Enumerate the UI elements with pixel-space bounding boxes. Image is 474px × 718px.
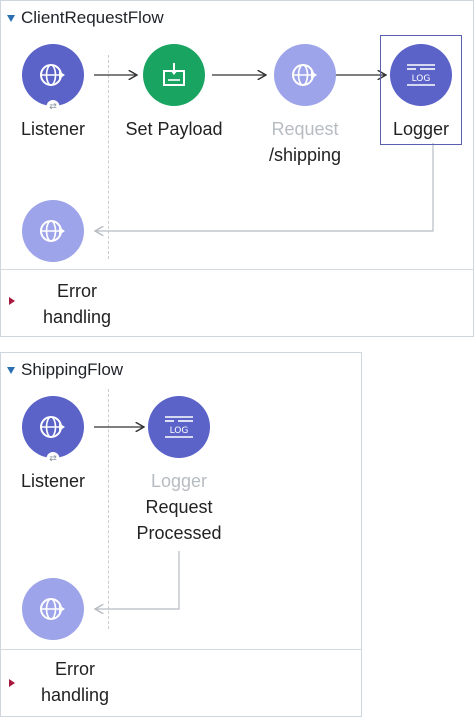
logger-circle[interactable]: LOG — [148, 396, 210, 458]
response-node[interactable] — [22, 200, 84, 262]
request-node[interactable]: Request /shipping — [258, 44, 352, 168]
response-circle[interactable] — [22, 578, 84, 640]
error-handling-toggle[interactable] — [9, 297, 15, 305]
request-label: Request /shipping — [269, 116, 341, 168]
listener-circle[interactable]: ⇄ — [22, 44, 84, 113]
logger-node[interactable]: LOG Logger Request Processed — [120, 396, 238, 546]
selection-highlight — [380, 35, 462, 145]
error-handling-label: Error handling — [37, 278, 117, 330]
globe-icon — [40, 416, 65, 438]
flow-title: ClientRequestFlow — [21, 8, 164, 27]
expand-triangle-icon[interactable] — [9, 679, 15, 687]
request-circle[interactable] — [274, 44, 336, 106]
request-label-top: Request — [271, 119, 339, 139]
listener-node[interactable]: ⇄ Listener — [20, 44, 86, 142]
flow-header-client-request[interactable]: ClientRequestFlow — [7, 7, 164, 29]
logger-label-line2: Request — [145, 497, 213, 518]
return-connector — [95, 551, 180, 609]
expand-triangle-icon[interactable] — [9, 297, 15, 305]
request-label-path: /shipping — [268, 145, 342, 166]
flow-title: ShippingFlow — [21, 360, 124, 379]
return-connector — [95, 143, 434, 231]
response-circle[interactable] — [22, 200, 84, 262]
logger-label: Logger Request Processed — [136, 468, 221, 546]
log-icon-text: LOG — [170, 426, 189, 436]
logger-node[interactable]: LOG Logger — [390, 44, 452, 142]
logger-label: Logger — [392, 119, 450, 139]
log-icon-text: LOG — [412, 74, 431, 84]
logger-label-top: Logger — [150, 471, 208, 491]
source-divider — [108, 55, 109, 259]
collapse-triangle-icon[interactable] — [7, 366, 15, 374]
listener-node[interactable]: ⇄ Listener — [20, 396, 86, 494]
globe-icon — [40, 64, 65, 86]
logger-circle[interactable]: LOG — [390, 44, 452, 106]
error-handling-line2: handling — [42, 307, 112, 328]
globe-icon — [292, 64, 317, 86]
globe-icon — [40, 220, 65, 242]
listener-circle[interactable]: ⇄ — [22, 396, 84, 465]
set-payload-icon — [163, 63, 185, 86]
error-handling-section[interactable]: Error handling — [1, 649, 361, 716]
error-handling-toggle[interactable] — [9, 679, 15, 687]
set-payload-circle[interactable] — [143, 44, 205, 106]
log-icon: LOG — [407, 64, 435, 86]
shipping-flow: ShippingFlow ⇄ Listener — [0, 352, 362, 717]
listener-label: Listener — [20, 471, 86, 491]
error-handling-line1: Error — [55, 659, 95, 679]
log-icon: LOG — [165, 416, 193, 438]
connector-badge-icon: ⇄ — [46, 100, 60, 113]
error-handling-line1: Error — [57, 281, 97, 301]
listener-label: Listener — [20, 119, 86, 139]
source-divider — [108, 389, 109, 629]
response-node[interactable] — [22, 578, 84, 640]
flow-connectors — [1, 1, 434, 338]
collapse-triangle-icon[interactable] — [7, 14, 15, 22]
logger-label-line3: Processed — [136, 523, 222, 544]
flow-connectors — [1, 353, 180, 718]
client-request-flow: ClientRequestFlow ⇄ Listener — [0, 0, 474, 337]
flow-header-shipping[interactable]: ShippingFlow — [7, 359, 123, 381]
globe-icon — [40, 598, 65, 620]
error-handling-label: Error handling — [35, 656, 115, 708]
connector-badge-icon: ⇄ — [46, 452, 60, 465]
set-payload-label: Set Payload — [125, 119, 223, 139]
set-payload-node[interactable]: Set Payload — [115, 44, 233, 142]
error-handling-section[interactable]: Error handling — [1, 269, 473, 336]
error-handling-line2: handling — [40, 685, 110, 706]
